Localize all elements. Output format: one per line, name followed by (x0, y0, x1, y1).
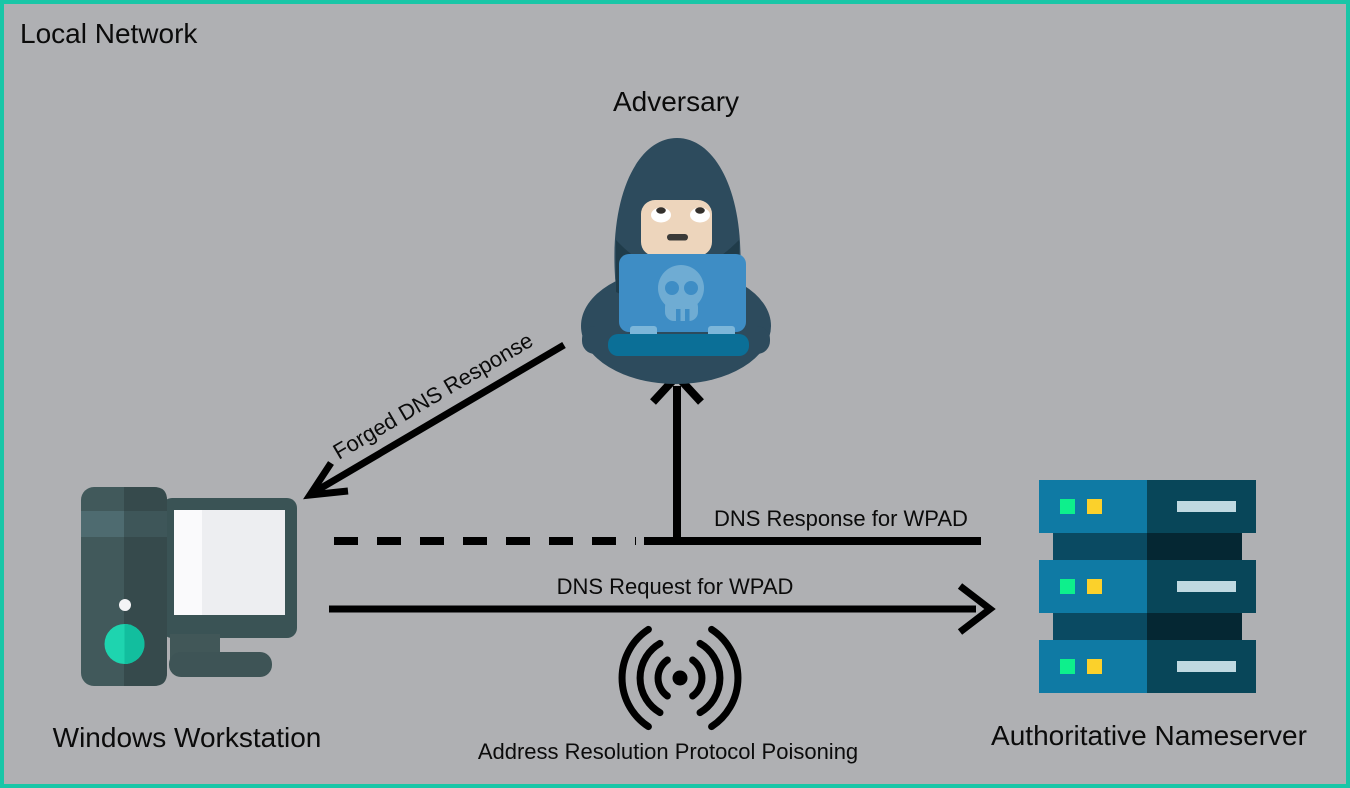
diagram-canvas (81, 138, 1256, 731)
dns-request-wpad-label: DNS Request for WPAD (556, 574, 794, 599)
server-stack-icon (1039, 480, 1256, 693)
forged-dns-response-arrow (303, 341, 566, 500)
windows-workstation-label: Windows Workstation (52, 722, 322, 753)
dns-request-arrow (329, 583, 996, 635)
authoritative-nameserver-label: Authoritative Nameserver (991, 720, 1307, 751)
arp-poisoning-label: Address Resolution Protocol Poisoning (477, 739, 859, 764)
dns-response-wpad-label: DNS Response for WPAD (714, 506, 968, 531)
adversary-label: Adversary (612, 86, 740, 117)
hooded-hacker-laptop-icon (581, 138, 771, 384)
local-network-label: Local Network (20, 18, 198, 49)
desktop-computer-icon (81, 487, 297, 686)
radio-signal-icon (618, 625, 742, 731)
